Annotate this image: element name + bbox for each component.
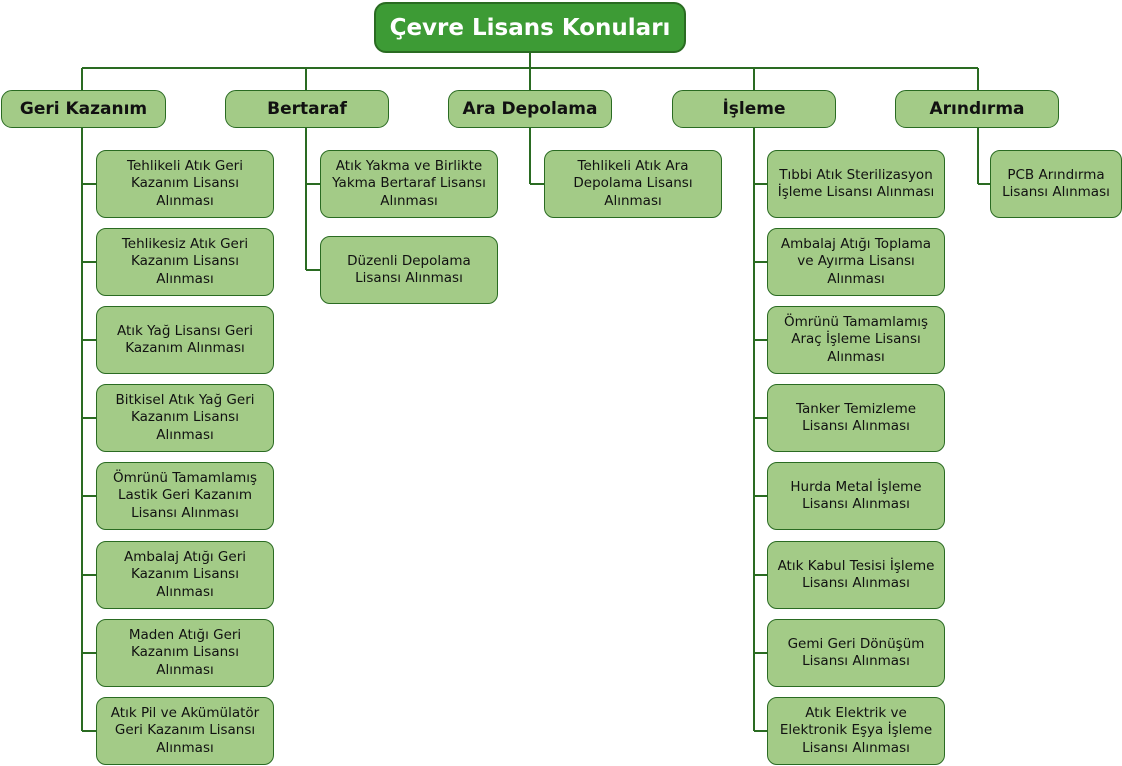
leaf-isleme-5: Hurda Metal İşleme Lisansı Alınması	[767, 462, 945, 530]
leaf-geri-kazanim-4: Bitkisel Atık Yağ Geri Kazanım Lisansı A…	[96, 384, 274, 452]
leaf-isleme-1: Tıbbi Atık Sterilizasyon İşleme Lisansı …	[767, 150, 945, 218]
category-arindirma: Arındırma	[895, 90, 1059, 128]
leaf-isleme-2: Ambalaj Atığı Toplama ve Ayırma Lisansı …	[767, 228, 945, 296]
category-isleme: İşleme	[672, 90, 836, 128]
diagram-title: Çevre Lisans Konuları	[374, 2, 686, 53]
leaf-geri-kazanim-8: Atık Pil ve Akümülatör Geri Kazanım Lisa…	[96, 697, 274, 765]
leaf-geri-kazanim-5: Ömrünü Tamamlamış Lastik Geri Kazanım Li…	[96, 462, 274, 530]
category-bertaraf: Bertaraf	[225, 90, 389, 128]
leaf-isleme-4: Tanker Temizleme Lisansı Alınması	[767, 384, 945, 452]
leaf-bertaraf-1: Atık Yakma ve Birlikte Yakma Bertaraf Li…	[320, 150, 498, 218]
leaf-geri-kazanim-6: Ambalaj Atığı Geri Kazanım Lisansı Alınm…	[96, 541, 274, 609]
leaf-isleme-6: Atık Kabul Tesisi İşleme Lisansı Alınmas…	[767, 541, 945, 609]
leaf-geri-kazanim-7: Maden Atığı Geri Kazanım Lisansı Alınmas…	[96, 619, 274, 687]
leaf-geri-kazanim-3: Atık Yağ Lisansı Geri Kazanım Alınması	[96, 306, 274, 374]
leaf-geri-kazanim-1: Tehlikeli Atık Geri Kazanım Lisansı Alın…	[96, 150, 274, 218]
leaf-isleme-3: Ömrünü Tamamlamış Araç İşleme Lisansı Al…	[767, 306, 945, 374]
leaf-geri-kazanim-2: Tehlikesiz Atık Geri Kazanım Lisansı Alı…	[96, 228, 274, 296]
leaf-isleme-7: Gemi Geri Dönüşüm Lisansı Alınması	[767, 619, 945, 687]
leaf-arindirma-1: PCB Arındırma Lisansı Alınması	[990, 150, 1122, 218]
category-geri-kazanim: Geri Kazanım	[1, 90, 166, 128]
leaf-ara-depolama-1: Tehlikeli Atık Ara Depolama Lisansı Alın…	[544, 150, 722, 218]
leaf-isleme-8: Atık Elektrik ve Elektronik Eşya İşleme …	[767, 697, 945, 765]
category-ara-depolama: Ara Depolama	[448, 90, 612, 128]
leaf-bertaraf-2: Düzenli Depolama Lisansı Alınması	[320, 236, 498, 304]
